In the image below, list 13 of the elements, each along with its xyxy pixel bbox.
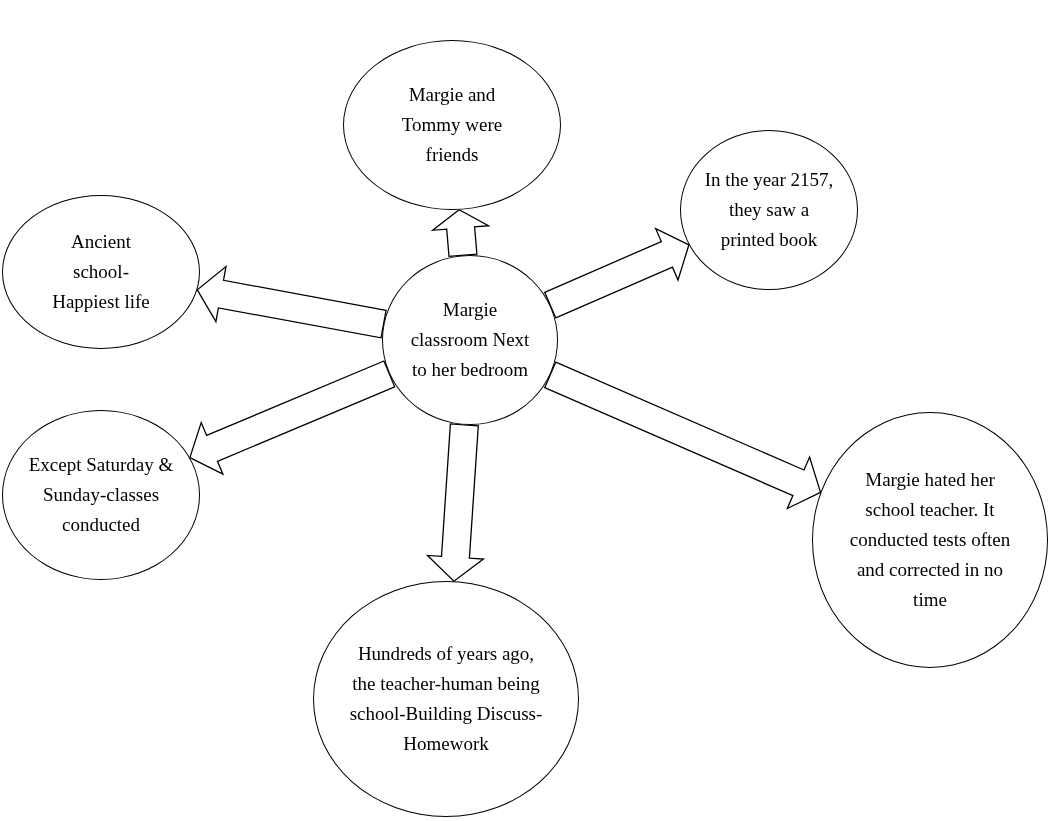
node-text: Except Saturday & Sunday-classes conducted (27, 453, 175, 537)
block-arrow (430, 209, 491, 258)
block-arrow (425, 423, 486, 583)
node-text: In the year 2157, they saw a printed book (704, 168, 834, 252)
block-arrow (543, 227, 690, 319)
block-arrow (196, 265, 387, 339)
block-arrow (543, 361, 822, 510)
node-text: Margie hated her school teacher. It conducted tests often and corrected in no time (848, 468, 1012, 612)
node-text: Margie and Tommy were friends (400, 83, 504, 167)
block-arrow (189, 360, 396, 476)
node-text: Margie classroom Next to her bedroom (409, 298, 531, 382)
node-text: Hundreds of years ago, the teacher-human being school-Building Discuss-Homework (348, 642, 544, 756)
node-text: Ancient school-Happiest life (51, 230, 151, 314)
